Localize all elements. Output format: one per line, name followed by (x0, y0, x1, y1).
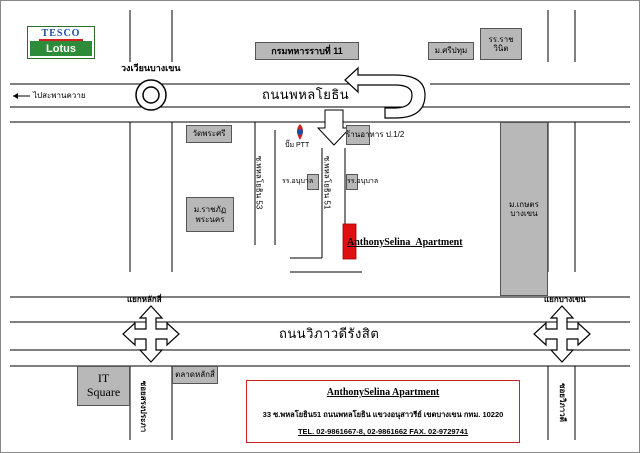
to-saphan-khwai-label: ไปสะพานควาย (33, 91, 86, 100)
lak-si-market-label: ตลาดหลักสี่ (175, 370, 215, 380)
dept-block: กรมทหารราบที่ 11 (255, 42, 359, 60)
down-arrow-icon (316, 109, 352, 146)
restaurant-block (346, 125, 370, 145)
intersection-arrows-left-icon (122, 305, 180, 363)
dept-label: กรมทหารราบที่ 11 (271, 45, 343, 56)
post-label: ม.ศรีปทุม (434, 46, 468, 56)
info-title: AnthonySelina Apartment (326, 387, 440, 398)
ptt-pin-icon (297, 124, 303, 140)
rajabhat-block: ม.ราชภัฏ พระนคร (186, 197, 234, 232)
apartment-marker (342, 223, 357, 260)
school-top-label: รร.ราช วินิต (488, 34, 514, 53)
far-right-vertical-label: ซอยวิภาวดี (557, 383, 567, 422)
logo-bar (39, 39, 83, 41)
ptt-label: ปั๊ม PTT (285, 142, 310, 149)
circle-label: วงเวียนบางเขน (121, 63, 181, 73)
tesco-lotus-logo: TESCO Lotus (27, 26, 95, 59)
post-block: ม.ศรีปทุม (428, 42, 474, 60)
road-main-top-label: ถนนพหลโยธิน (262, 87, 350, 102)
left-arrow-icon (13, 93, 30, 99)
logo-line2: Lotus (30, 41, 92, 56)
logo-line2-text: Lotus (46, 42, 76, 55)
logo-line1: TESCO (41, 28, 81, 39)
lak-si-market-block: ตลาดหลักสี่ (172, 366, 218, 384)
shop2-label: รร.อนุบาล (347, 178, 379, 185)
left-bottom-vertical-label: ซอยสรงประภา (139, 380, 149, 433)
info-address: 33 ซ.พหลโยธิน51 ถนนพหลโยธิน แขวงอนุสาวรี… (262, 410, 504, 419)
u-turn-arrow-icon (344, 66, 426, 119)
info-box: AnthonySelina Apartment 33 ซ.พหลโยธิน51 … (246, 380, 520, 443)
road-main-bottom-label: ถนนวิภาวดีรังสิต (279, 326, 380, 341)
intersection-left-label: แยกหลักสี่ (127, 295, 162, 304)
soi-left-label: ซ.พหลโยธิน 53 (254, 155, 264, 210)
school-top-block: รร.ราช วินิต (480, 28, 522, 60)
wat-label: วัดพระศรี (192, 129, 226, 139)
shop2-block (346, 174, 358, 190)
it-square-block: IT Square (77, 366, 130, 406)
traffic-circle-icon (135, 79, 167, 111)
it-square-label: IT Square (86, 371, 121, 399)
hospital-label: ม.เกษตร บางเขน (509, 199, 539, 218)
restaurant-label: ร้านอาหาร ป.1/2 (346, 130, 405, 139)
apartment-label: AnthonySelina_Apartment (347, 237, 463, 248)
wat-block: วัดพระศรี (186, 125, 232, 143)
hospital-block: ม.เกษตร บางเขน (500, 122, 548, 296)
info-tel: TEL. 02-9861667-8, 02-9861662 FAX. 02-97… (297, 427, 469, 436)
rajabhat-label: ม.ราชภัฏ พระนคร (193, 205, 227, 224)
intersection-right-label: แยกบางเขน (544, 295, 586, 304)
intersection-arrows-right-icon (533, 305, 591, 363)
shop1-block (307, 174, 319, 190)
shop1-label: รร.อนุบาล (282, 178, 314, 185)
soi-right-label: ซ.พหลโยธิน 51 (322, 155, 332, 210)
